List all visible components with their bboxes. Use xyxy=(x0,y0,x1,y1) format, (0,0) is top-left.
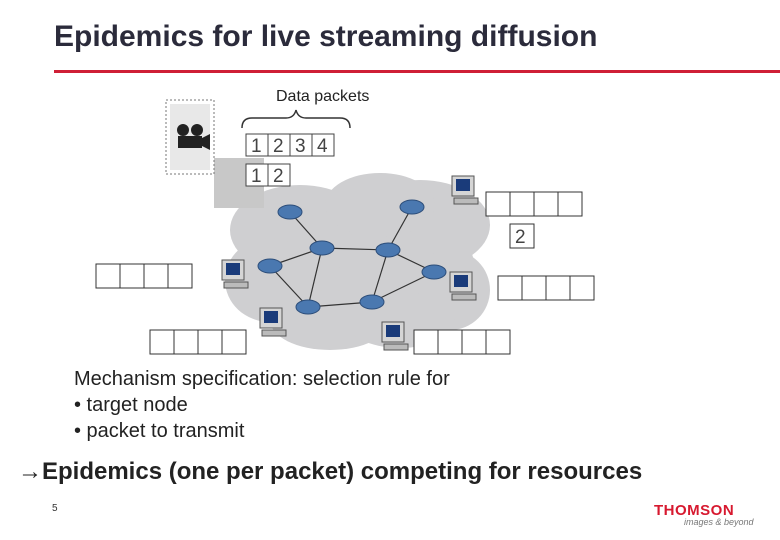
node-buffer-right-top xyxy=(485,191,583,217)
node-buffer-right-value-box xyxy=(509,223,535,249)
packet-2: 2 xyxy=(273,166,284,187)
packet-4: 4 xyxy=(317,136,328,157)
packet-1: 1 xyxy=(251,166,262,187)
node-buffer-left-top xyxy=(95,263,193,289)
bullet-target-node: • target node xyxy=(74,394,188,416)
data-packets-label: Data packets xyxy=(276,88,369,105)
film-camera-icon xyxy=(165,99,215,175)
packet-2: 2 xyxy=(273,136,284,157)
bullet-packet-to-transmit: • packet to transmit xyxy=(74,420,245,442)
node-buffer-right-mid xyxy=(497,275,595,301)
source-packets-row-1 xyxy=(245,133,335,157)
logo-tagline: images & beyond xyxy=(684,517,754,527)
mechanism-line: Mechanism specification: selection rule … xyxy=(74,368,450,390)
mechanism-description: Mechanism specification: selection rule … xyxy=(74,366,450,444)
node-buffer-left-bottom xyxy=(149,329,247,355)
packets-brace xyxy=(241,109,351,129)
thomson-logo: THOMSON images & beyond xyxy=(654,502,764,530)
packet-3: 3 xyxy=(295,136,306,157)
slide-title: Epidemics for live streaming diffusion xyxy=(54,20,598,53)
node-buffer-packet-2: 2 xyxy=(515,227,526,248)
conclusion-statement: →Epidemics (one per packet) competing fo… xyxy=(18,458,643,485)
source-packets-row-2 xyxy=(245,163,291,187)
page-number: 5 xyxy=(52,503,58,514)
computer-icon xyxy=(221,175,479,351)
title-divider xyxy=(54,70,780,73)
logo-wordmark: THOMSON xyxy=(654,502,735,519)
node-buffer-bottom-right xyxy=(413,329,511,355)
packet-1: 1 xyxy=(251,136,262,157)
router-icon xyxy=(257,199,447,315)
